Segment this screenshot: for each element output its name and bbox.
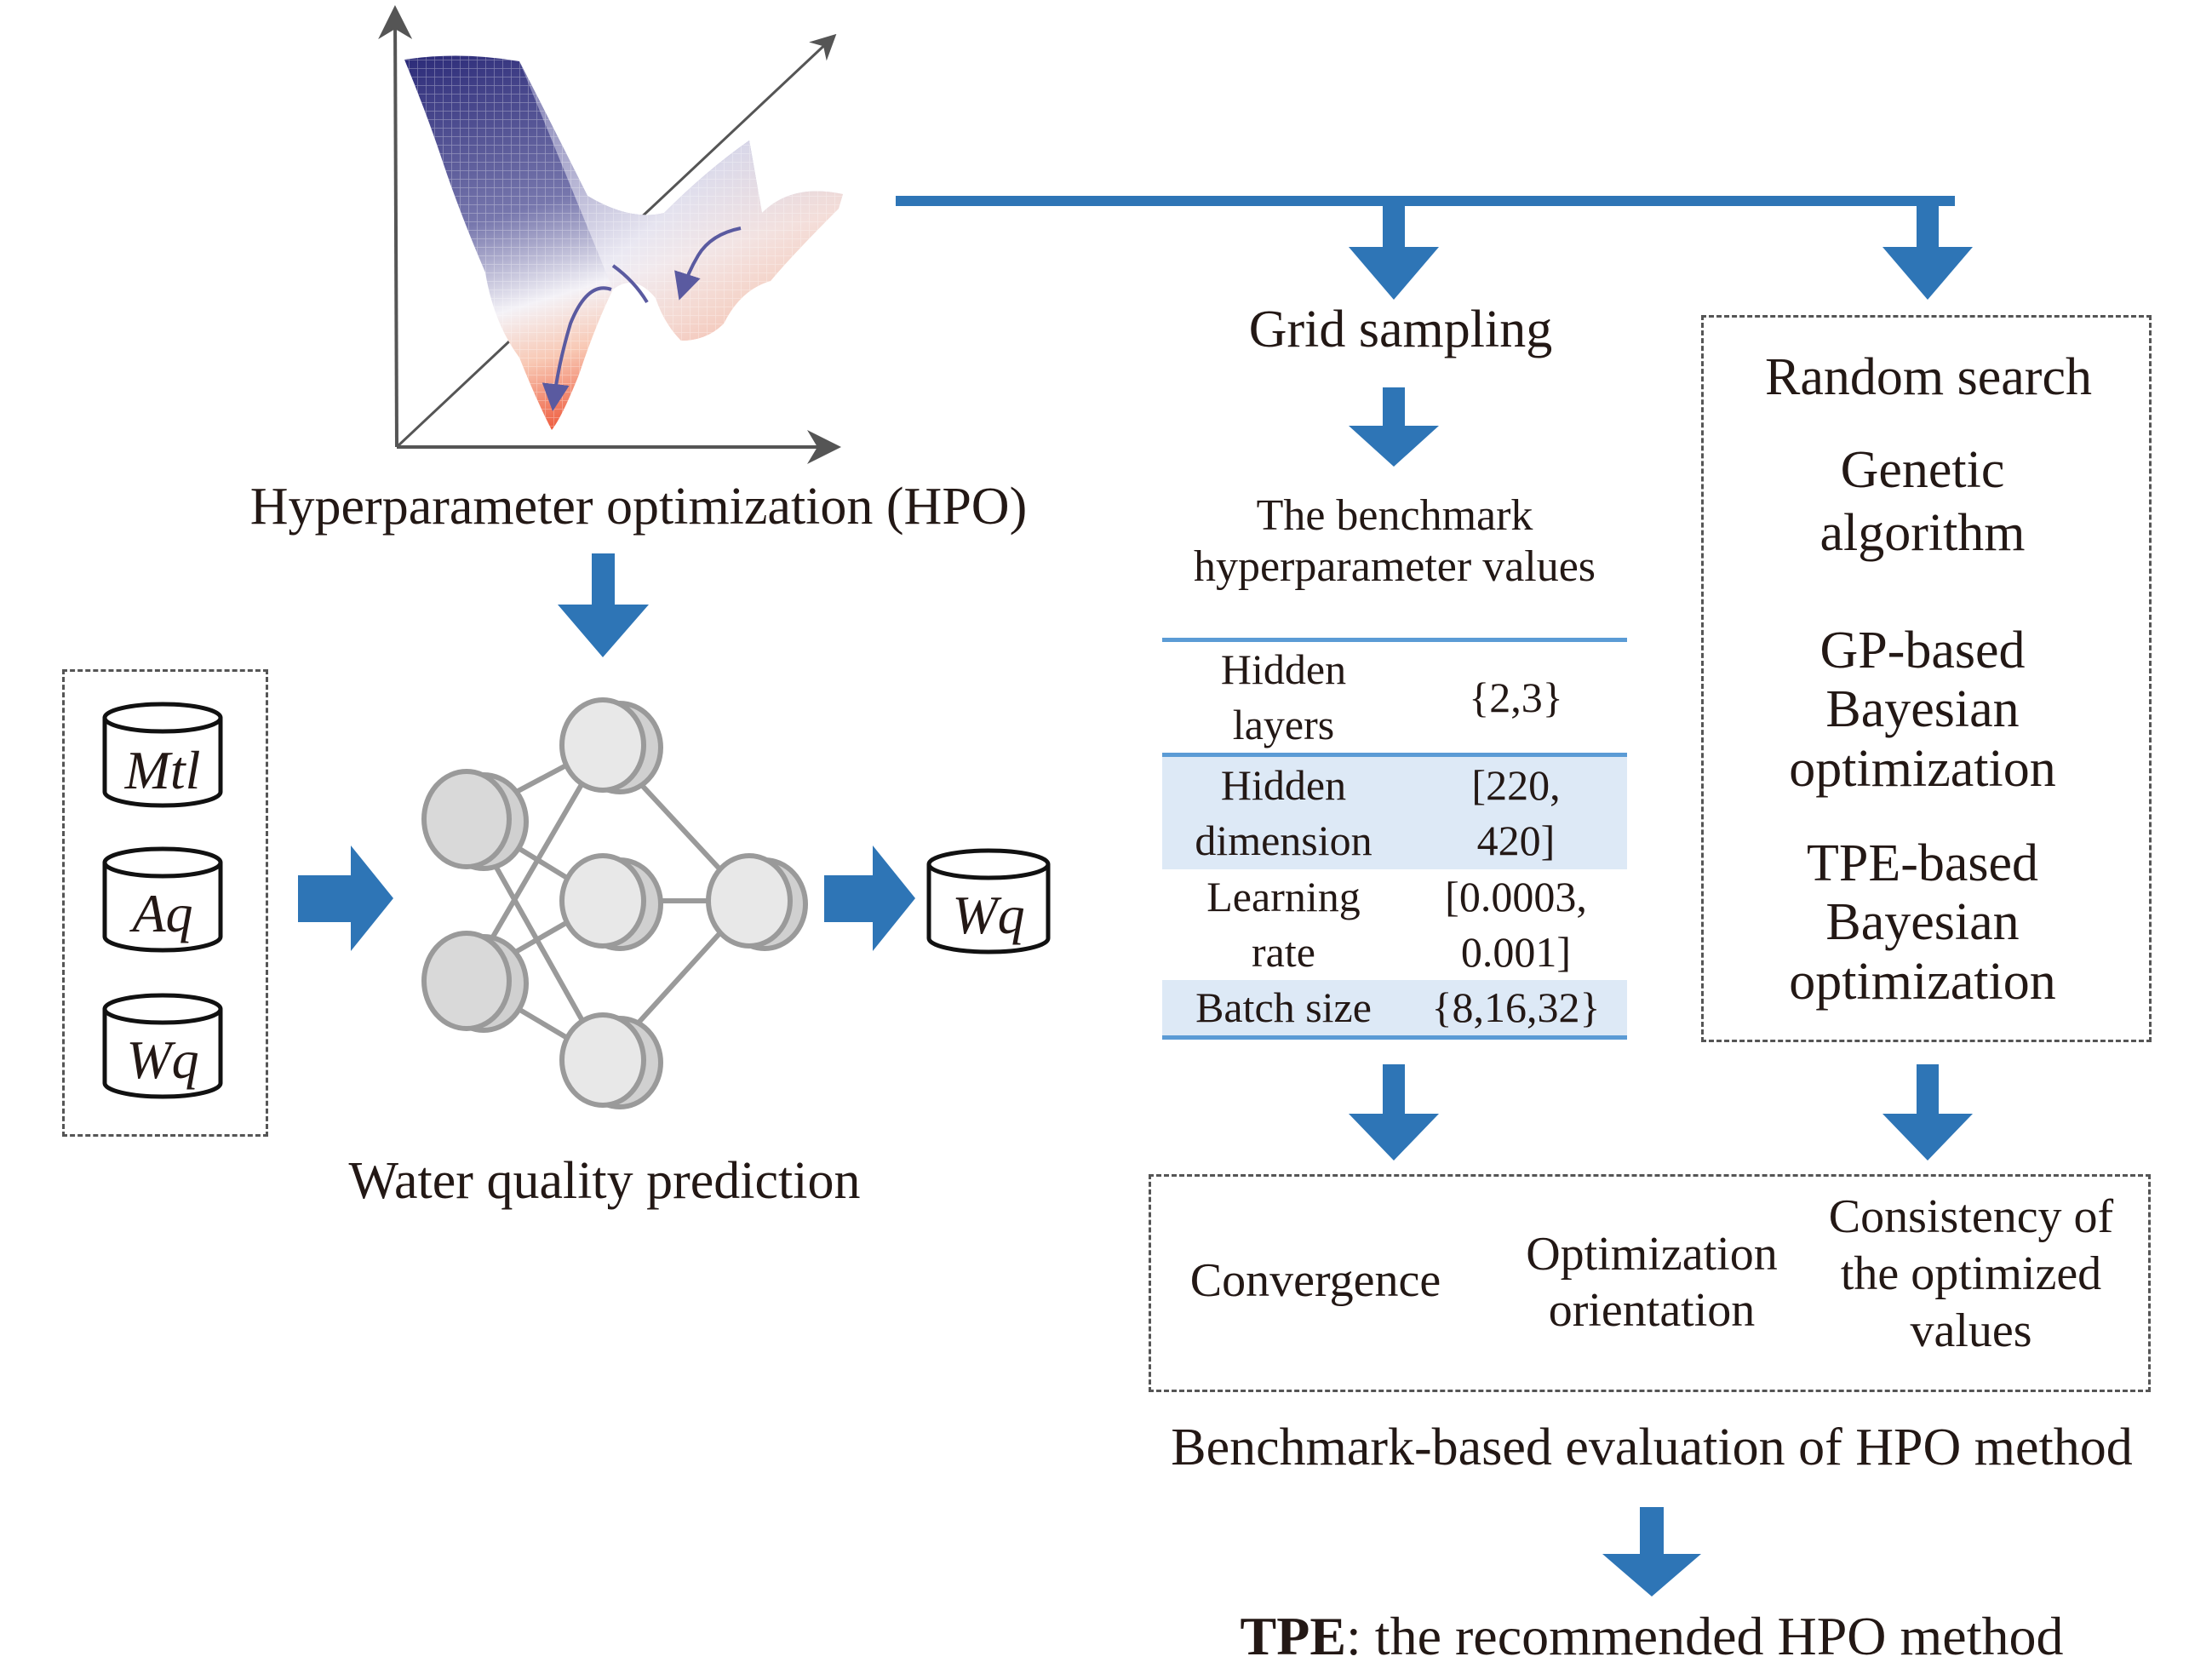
trajectory-arrow bbox=[542, 286, 612, 411]
hpo-methods-box bbox=[1701, 315, 2152, 1042]
method-random-search: Random search bbox=[1765, 348, 2092, 406]
grid-sampling-label: Grid sampling bbox=[1248, 301, 1553, 358]
result-bold: TPE bbox=[1240, 1606, 1346, 1666]
arrow-down-icon bbox=[1349, 204, 1439, 300]
neural-network-icon bbox=[421, 697, 808, 1109]
z-axis bbox=[378, 5, 413, 448]
database-icon bbox=[926, 848, 1051, 954]
result-label: TPE: the recommended HPO method bbox=[1183, 1605, 2120, 1668]
input-datasets-box bbox=[62, 669, 268, 1137]
loss-surface-icon bbox=[404, 55, 843, 431]
branch-line bbox=[896, 196, 1955, 206]
arrow-right-icon bbox=[298, 845, 393, 951]
arrow-down-icon bbox=[1349, 1064, 1439, 1161]
arrow-right-icon bbox=[824, 845, 915, 951]
evaluation-label: Benchmark-based evaluation of HPO method bbox=[1171, 1419, 2133, 1476]
param-value: {8,16,32} bbox=[1431, 983, 1601, 1031]
dataset-cylinders bbox=[102, 702, 1051, 1099]
flow-arrows bbox=[298, 196, 1973, 1596]
arrow-down-icon bbox=[1882, 1064, 1973, 1161]
param-value: [0.0003,0.001] bbox=[1445, 872, 1587, 976]
output-dataset-label: Wq bbox=[952, 885, 1025, 945]
criterion-convergence: Convergence bbox=[1189, 1254, 1441, 1307]
trajectory-arrow bbox=[674, 226, 742, 301]
dataset-label: Mtl bbox=[124, 740, 201, 800]
table-row: Batch size {8,16,32} bbox=[1162, 979, 1627, 1037]
arrow-down-icon bbox=[1349, 387, 1439, 467]
arrow-down-icon bbox=[1882, 204, 1973, 300]
param-value: [220,420] bbox=[1471, 760, 1561, 864]
benchmark-title-line: hyperparameter values bbox=[1193, 542, 1596, 591]
trajectory-arrow bbox=[611, 264, 649, 304]
dataset-label: Aq bbox=[132, 883, 193, 943]
database-icon bbox=[102, 702, 223, 808]
nn-node bbox=[421, 769, 512, 1031]
evaluation-criteria-box bbox=[1149, 1174, 2151, 1392]
database-icon bbox=[102, 993, 223, 1099]
benchmark-title: The benchmark hyperparameter values bbox=[1162, 490, 1627, 593]
arrow-down-icon bbox=[558, 553, 649, 657]
param-value: {2,3} bbox=[1469, 673, 1563, 721]
hpo-label: Hyperparameter optimization (HPO) bbox=[249, 478, 1028, 536]
arrow-down-icon bbox=[1602, 1507, 1701, 1596]
result-rest: : the recommended HPO method bbox=[1346, 1606, 2064, 1666]
database-icon bbox=[102, 846, 223, 953]
prediction-label: Water quality prediction bbox=[348, 1152, 861, 1210]
dataset-label: Wq bbox=[126, 1029, 199, 1090]
param-name: Batch size bbox=[1195, 983, 1372, 1031]
benchmark-title-line: The benchmark bbox=[1256, 491, 1533, 540]
